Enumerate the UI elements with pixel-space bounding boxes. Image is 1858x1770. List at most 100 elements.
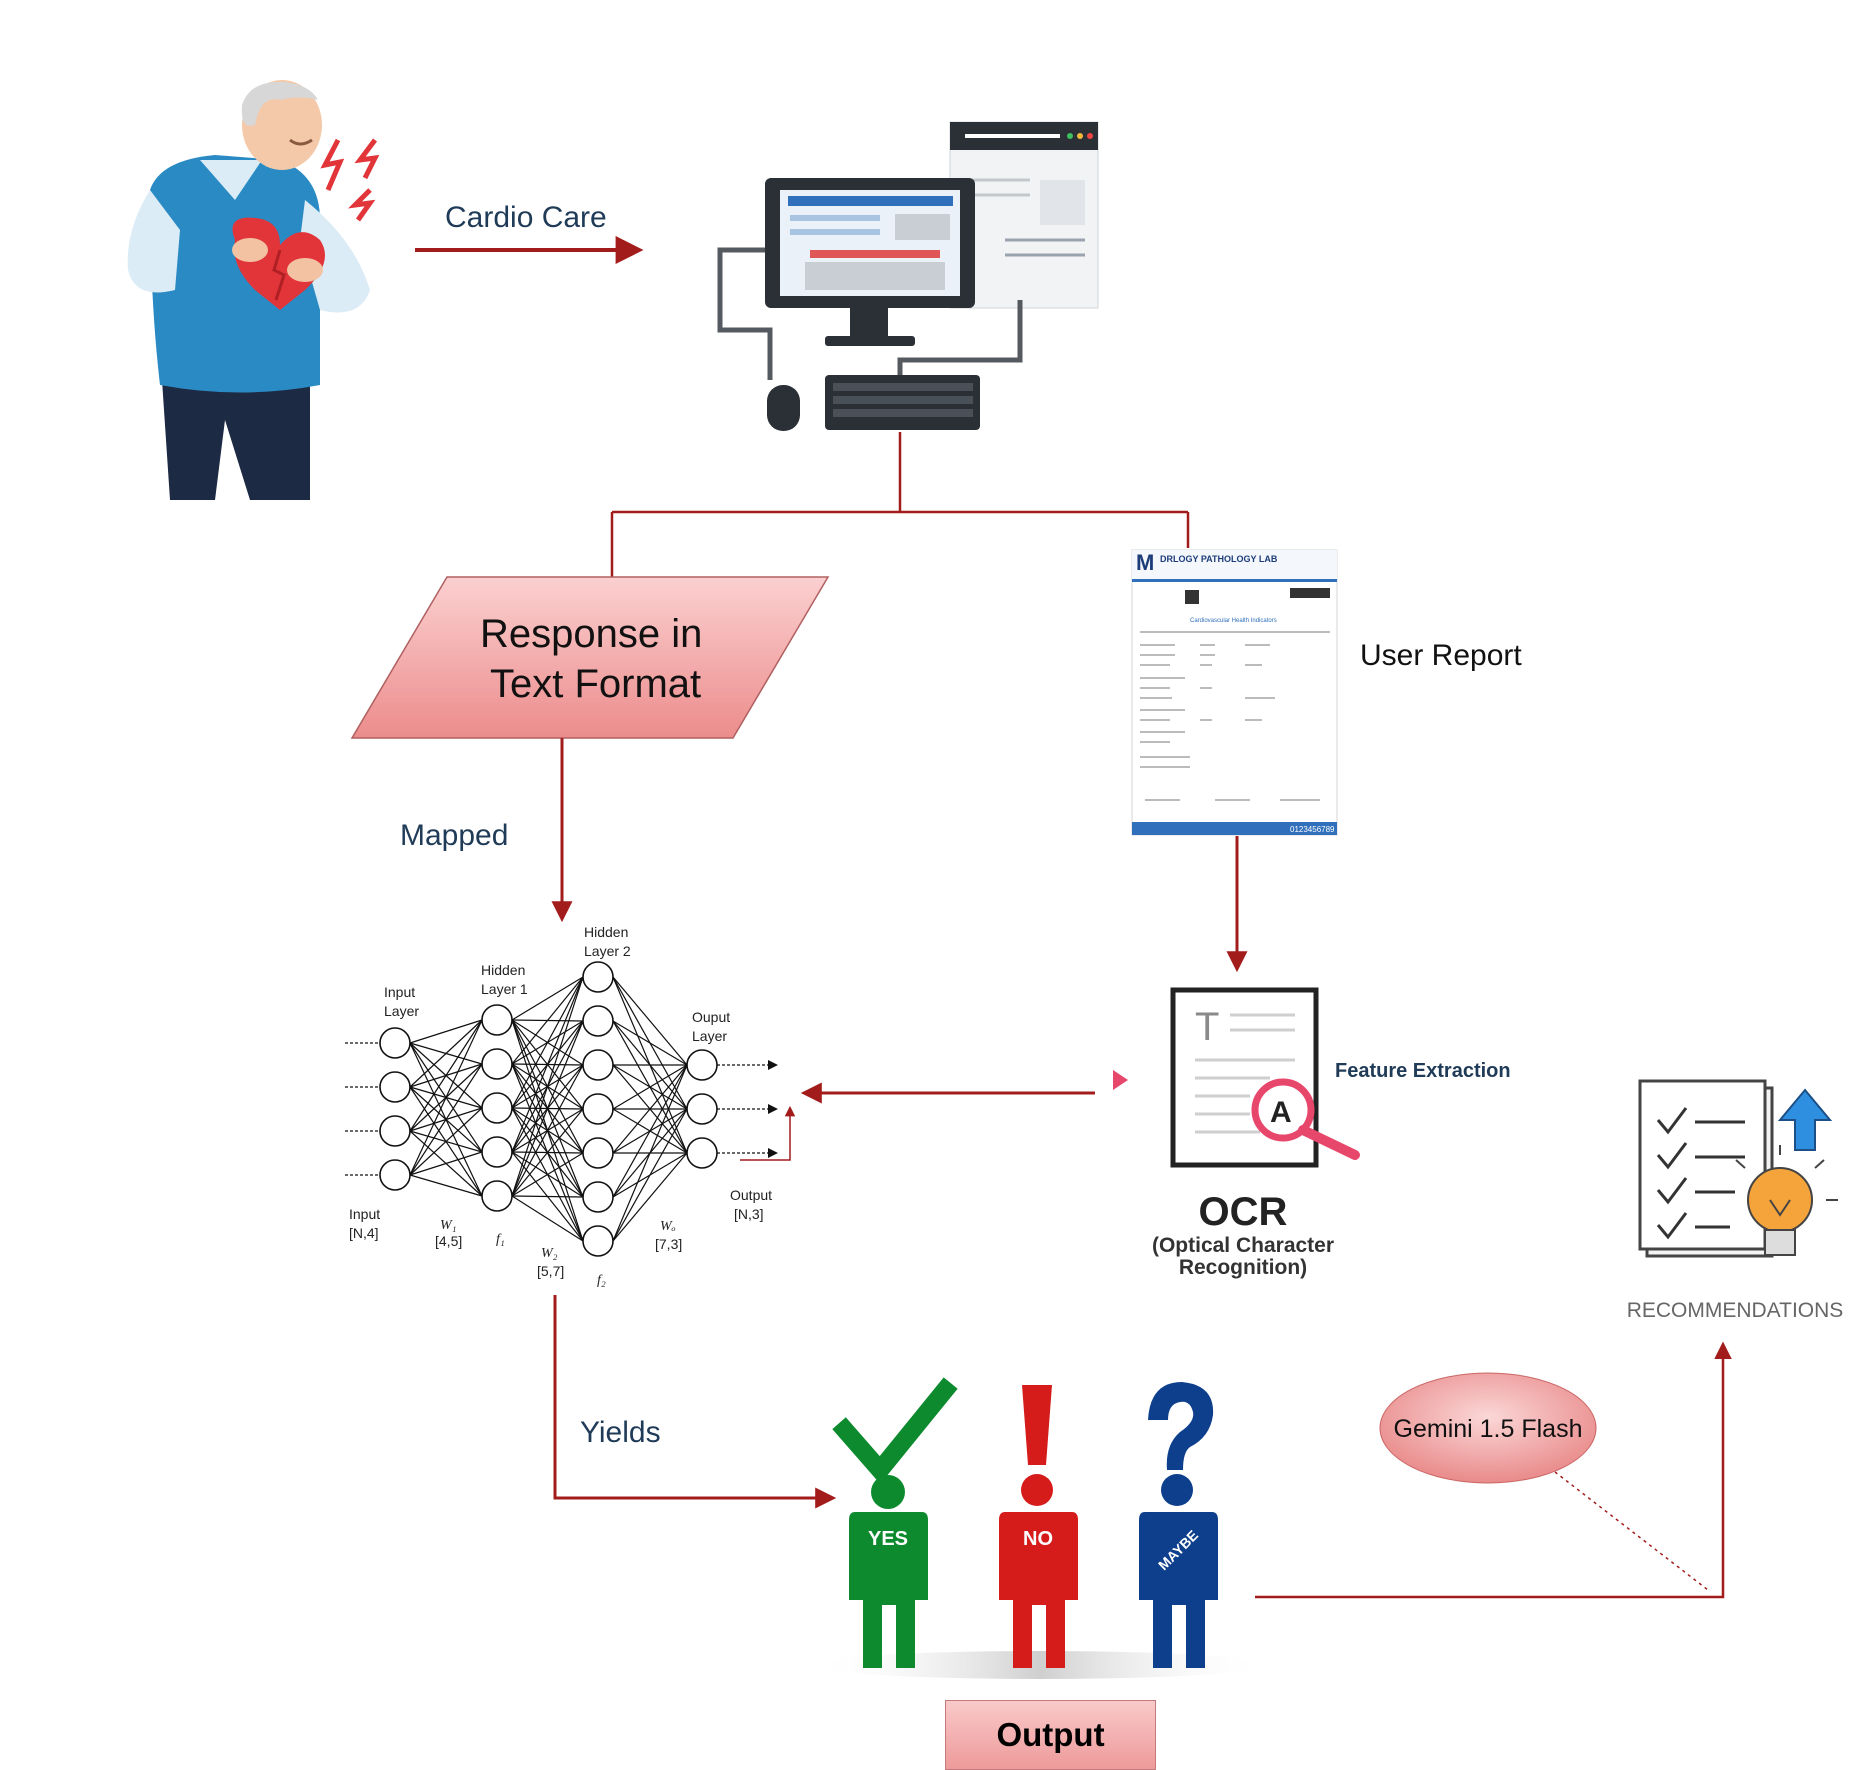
nn-connection <box>511 1108 584 1197</box>
cardio-care-label: Cardio Care <box>445 201 607 234</box>
no-label: NO <box>1023 1528 1053 1550</box>
checklist-icon <box>1638 1079 1774 1258</box>
magnifier-icon: A <box>1251 1078 1360 1160</box>
nn-connection <box>409 1019 483 1044</box>
nn-connection <box>511 1064 584 1197</box>
no-figure: NO <box>999 1385 1078 1668</box>
gemini-dotted-link <box>1554 1471 1709 1591</box>
ocr-title: OCR <box>1199 1190 1288 1234</box>
nn-connection <box>511 976 584 1065</box>
svg-text:T: T <box>1195 1005 1219 1049</box>
neural-network <box>345 961 778 1257</box>
nn-input-dim-label2: [N,4] <box>349 1225 379 1241</box>
recommendations-label: RECOMMENDATIONS <box>1627 1299 1844 1322</box>
nn-node <box>481 1180 513 1212</box>
nn-output-arrowhead <box>768 1148 778 1158</box>
arrow-output-to-recommendations <box>1255 1341 1732 1599</box>
yields-label: Yields <box>580 1416 661 1449</box>
nn-node <box>582 1137 614 1169</box>
nn-input-dim-label1: Input <box>349 1206 380 1222</box>
yes-figure: YES <box>832 1377 958 1668</box>
nn-node <box>582 961 614 993</box>
nn-node <box>582 1225 614 1257</box>
nn-connection <box>612 1064 688 1198</box>
mapped-label: Mapped <box>400 819 508 852</box>
nn-output-dim-label2: [N,3] <box>734 1206 764 1222</box>
nn-connection <box>511 976 584 1021</box>
yes-label: YES <box>868 1528 908 1550</box>
nn-f1-label: f₁ <box>496 1232 505 1247</box>
nn-node <box>582 1093 614 1125</box>
nn-node <box>686 1137 718 1169</box>
output-label: Output <box>996 1716 1105 1753</box>
ocr-subtitle-line1: (Optical Character <box>1152 1234 1334 1257</box>
nn-connection <box>612 1064 688 1154</box>
nn-connection <box>612 1152 688 1242</box>
nn-f2-label: f₂ <box>597 1273 606 1288</box>
nn-node <box>379 1071 411 1103</box>
nn-node <box>379 1159 411 1191</box>
report-section-title: Cardiovascular Health Indicators <box>1190 618 1277 624</box>
nn-node <box>481 1092 513 1124</box>
nn-w2-dim: [5,7] <box>537 1263 564 1279</box>
nn-input-layer-label2: Layer <box>384 1003 419 1019</box>
nn-w2-label: W₂ <box>541 1246 558 1261</box>
svg-text:M: M <box>1136 550 1154 575</box>
arrow-feedback <box>740 1105 796 1161</box>
user-report-label: User Report <box>1360 639 1522 672</box>
nn-node <box>686 1093 718 1125</box>
nn-node <box>582 1181 614 1213</box>
nn-node <box>582 1049 614 1081</box>
nn-output-dim-label1: Output <box>730 1187 772 1203</box>
nn-connection <box>511 1152 584 1197</box>
gemini-model-node: Gemini 1.5 Flash <box>1379 1372 1597 1484</box>
svg-text:A: A <box>1270 1096 1292 1129</box>
gemini-label: Gemini 1.5 Flash <box>1394 1415 1583 1443</box>
nn-node <box>481 1004 513 1036</box>
nn-connection <box>612 1108 688 1242</box>
nn-wo-dim: [7,3] <box>655 1236 682 1252</box>
nn-w1-dim: [4,5] <box>435 1233 462 1249</box>
nn-node <box>686 1049 718 1081</box>
nn-connection <box>511 1020 584 1197</box>
arrow-nn-to-output <box>553 1295 837 1509</box>
output-box: Output <box>945 1700 1156 1770</box>
nn-node <box>481 1136 513 1168</box>
nn-output-arrowhead <box>768 1104 778 1114</box>
report-phone: 0123456789 <box>1290 825 1335 834</box>
maybe-figure: MAYBE <box>1139 1382 1218 1668</box>
nn-hidden1-label1: Hidden <box>481 962 525 978</box>
ocr-document-icon: T A <box>1113 987 1360 1168</box>
nn-output-arrowhead <box>768 1060 778 1070</box>
nn-input-layer-label1: Input <box>384 984 415 1000</box>
nn-connection <box>409 1019 483 1176</box>
response-label-line1: Response in <box>480 612 702 656</box>
report-lab-name: DRLOGY PATHOLOGY LAB <box>1160 554 1278 564</box>
nn-connection <box>511 976 584 1109</box>
nn-connection <box>511 1195 584 1198</box>
nn-connection <box>612 1064 688 1242</box>
response-text-format-shape: Response in Text Format <box>350 576 830 739</box>
nn-wo-label: Wₒ <box>660 1219 676 1234</box>
nn-hidden1-label2: Layer 1 <box>481 981 528 997</box>
feature-extraction-label: Feature Extraction <box>1335 1060 1511 1082</box>
nn-connection <box>511 976 584 1153</box>
nn-connection <box>511 1195 584 1242</box>
nn-node <box>379 1027 411 1059</box>
nn-connection <box>409 1019 483 1088</box>
nn-connection <box>409 1019 483 1132</box>
nn-connection <box>511 976 584 1197</box>
response-label-line2: Text Format <box>490 662 701 706</box>
nn-node <box>379 1115 411 1147</box>
nn-connection <box>612 1064 688 1110</box>
nn-hidden2-label2: Layer 2 <box>584 943 631 959</box>
lightbulb-icon <box>1735 1145 1838 1256</box>
computer-icon <box>717 121 1099 431</box>
nn-output-layer-label1: Ouput <box>692 1009 730 1025</box>
nn-connection <box>409 1107 483 1176</box>
connector-split <box>610 432 1190 578</box>
ocr-subtitle-line2: Recognition) <box>1179 1256 1307 1279</box>
nn-node <box>582 1005 614 1037</box>
up-arrow-icon <box>1777 1088 1833 1151</box>
nn-node <box>481 1048 513 1080</box>
